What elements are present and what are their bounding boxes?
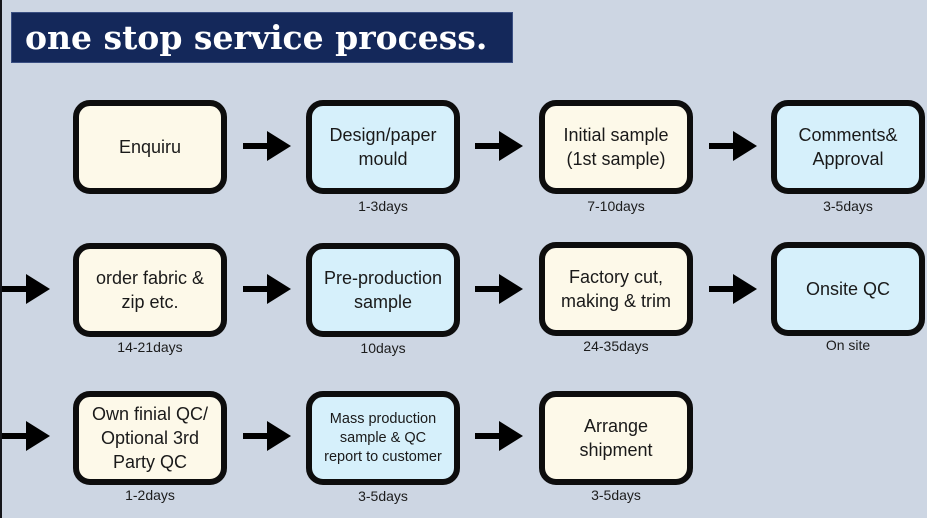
step-enquiry: Enquiru [73,100,227,194]
page-title: one stop service process. [11,12,513,63]
step-onsite-qc: Onsite QC [771,242,925,336]
step-duration: 3-5days [823,198,873,214]
step-label: Mass production sample & QC report to cu… [324,410,442,465]
step-label: Pre-production sample [323,268,443,312]
step-order-fabric: order fabric & zip etc. [73,243,227,337]
step-label: Enquiru [118,137,182,157]
step-duration: 3-5days [358,488,408,504]
step-label: Factory cut, making & trim [560,267,672,311]
step-duration: 1-2days [125,487,175,503]
step-initial-sample: Initial sample (1st sample) [539,100,693,194]
step-design-paper-mould: Design/paper mould [306,100,460,194]
arrow-right-icon [709,131,757,161]
step-pre-production-sample: Pre-production sample [306,243,460,337]
arrow-right-icon [243,274,291,304]
arrow-right-icon [243,131,291,161]
step-duration: On site [825,337,871,353]
step-label: Onsite QC [805,279,891,299]
step-label: Arrange shipment [579,416,653,460]
window-left-edge [0,0,2,518]
step-comments-approval: Comments& Approval [771,100,925,194]
step-duration: 1-3days [358,198,408,214]
step-arrange-shipment: Arrange shipment [539,391,693,485]
step-label: Own finial QC/ Optional 3rd Party QC [91,404,209,472]
arrow-right-icon [709,274,757,304]
step-duration: 7-10days [587,198,645,214]
arrow-right-icon [475,421,523,451]
step-duration: 10days [360,340,406,356]
arrow-right-icon [2,421,50,451]
step-factory-cut-making-trim: Factory cut, making & trim [539,242,693,336]
step-own-final-qc: Own finial QC/ Optional 3rd Party QC [73,391,227,485]
arrow-right-icon [243,421,291,451]
step-label: Design/paper mould [329,125,437,169]
arrow-right-icon [475,131,523,161]
step-duration: 14-21days [117,339,183,355]
step-label: order fabric & zip etc. [95,268,205,312]
step-label: Initial sample (1st sample) [563,125,669,169]
arrow-right-icon [475,274,523,304]
step-mass-production-sample: Mass production sample & QC report to cu… [306,391,460,485]
arrow-right-icon [2,274,50,304]
step-label: Comments& Approval [798,125,898,169]
step-duration: 24-35days [583,338,649,354]
step-duration: 3-5days [591,487,641,503]
